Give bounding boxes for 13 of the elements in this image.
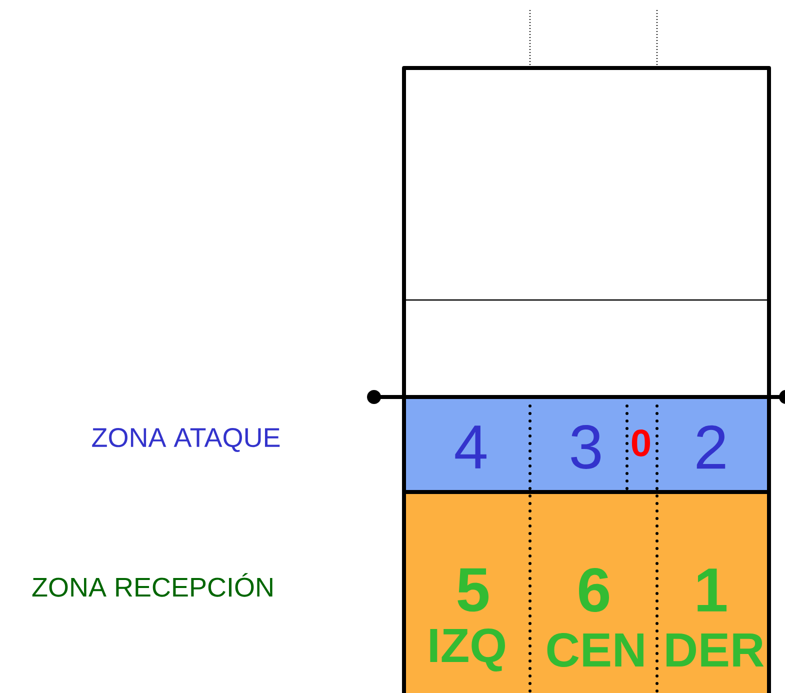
zone-number: 1 [698, 568, 726, 612]
zone-number: CEN [547, 633, 644, 667]
zone-number: 5 [458, 568, 488, 612]
zone-number: 6 [579, 568, 609, 612]
zone-number: 2 [696, 425, 726, 469]
zone-label: ZONA ATAQUE [92, 428, 280, 452]
zone-number: DER [666, 633, 764, 666]
zone-label: ZONA RECEPCIÓN [32, 573, 272, 597]
zone-number: 3 [571, 425, 601, 469]
zone-band [402, 492, 771, 693]
zone-number: 0 [632, 430, 650, 456]
zone-number: 4 [455, 426, 486, 468]
zone-number: IZQ [430, 628, 505, 672]
